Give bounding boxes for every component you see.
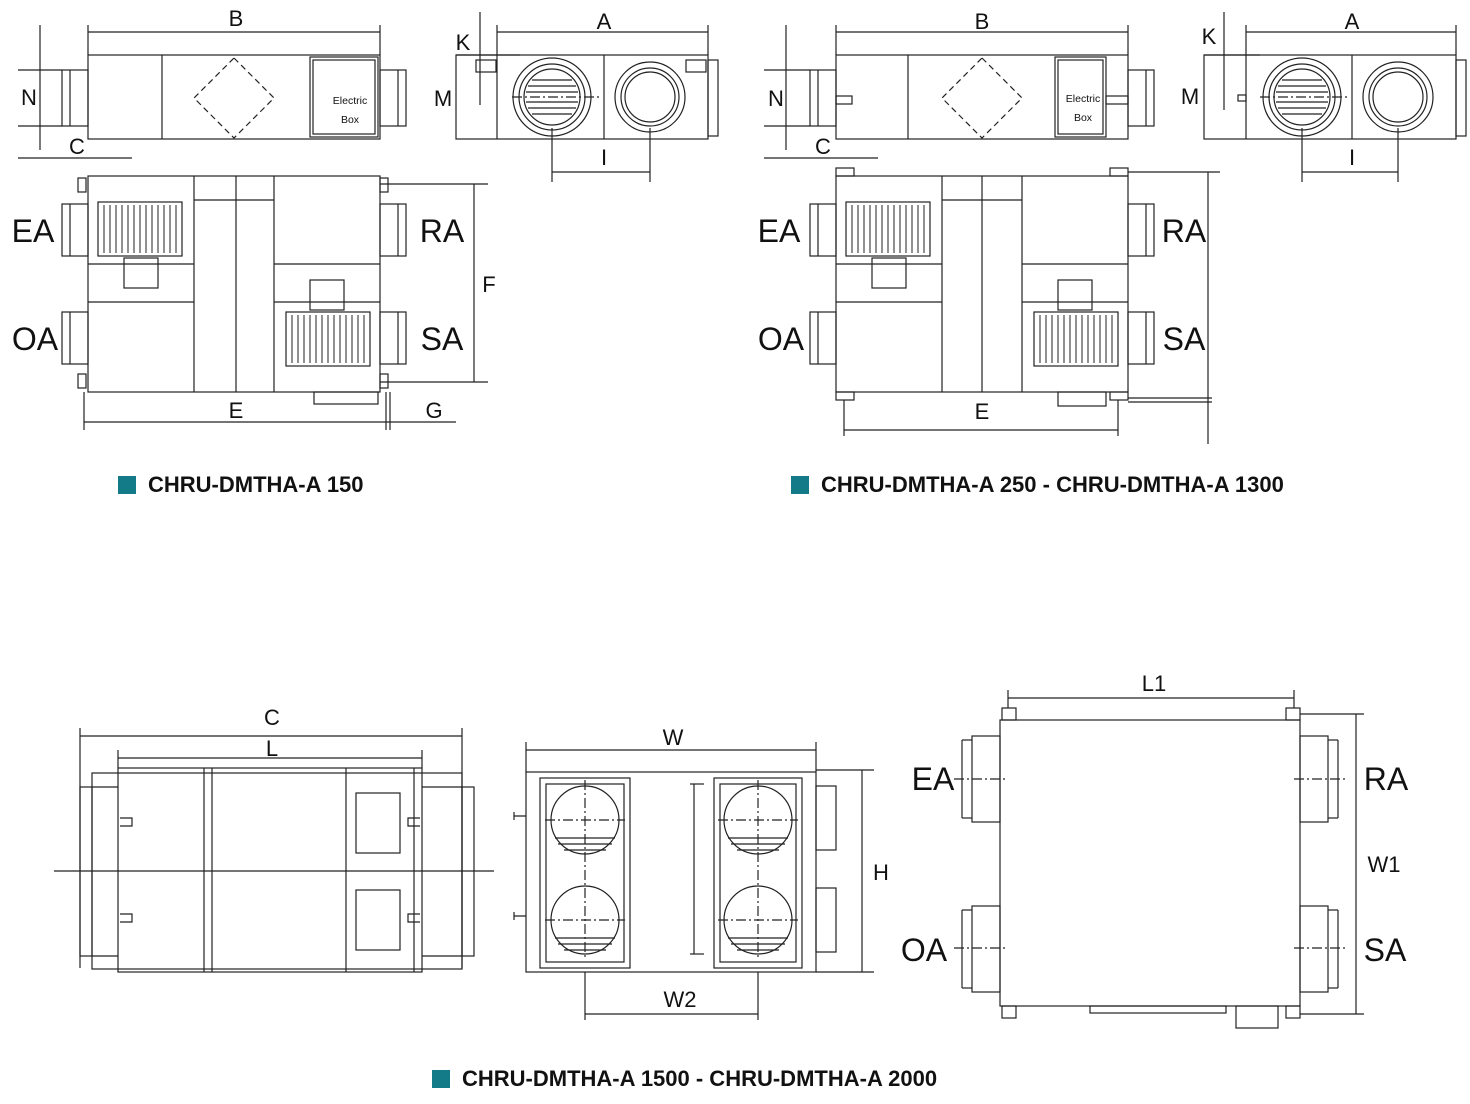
model-150-top-view <box>18 25 407 159</box>
dim-label-K: K <box>1202 24 1217 49</box>
caption-model-150: CHRU-DMTHA-A 150 <box>118 472 364 498</box>
dim-label-W2: W2 <box>664 987 697 1012</box>
electric-box-label: Electric <box>1066 93 1100 105</box>
dim-label-W1: W1 <box>1368 852 1401 877</box>
electric-box-label: Box <box>1074 112 1093 124</box>
electric-box-label: Electric <box>333 95 367 107</box>
dim-label-A: A <box>1345 9 1360 34</box>
dim-label-W: W <box>663 725 684 750</box>
model-250-plan-view <box>809 167 1220 444</box>
dim-label-C: C <box>69 134 85 159</box>
port-label-RA: RA <box>1364 761 1409 797</box>
square-bullet-icon <box>791 476 809 494</box>
port-label-OA: OA <box>901 932 948 968</box>
dim-label-N: N <box>21 85 37 110</box>
model-1500-side-view <box>513 742 874 1020</box>
exhaust-fan <box>845 201 931 257</box>
dim-label-A: A <box>597 9 612 34</box>
supply-fan <box>1033 311 1119 367</box>
port-label-EA: EA <box>912 761 955 797</box>
dim-label-I: I <box>1349 145 1355 170</box>
dim-label-L: L <box>266 736 278 761</box>
caption-model-1500-2000: CHRU-DMTHA-A 1500 - CHRU-DMTHA-A 2000 <box>432 1066 937 1092</box>
electric-box <box>309 56 379 138</box>
port-label-SA: SA <box>1163 321 1206 357</box>
dim-label-N: N <box>768 86 784 111</box>
fan-grille <box>103 205 177 253</box>
square-bullet-icon <box>432 1070 450 1088</box>
dim-label-B: B <box>229 6 244 31</box>
fan-grille <box>1039 315 1113 363</box>
dim-label-M: M <box>434 86 452 111</box>
dim-label-E: E <box>229 398 244 423</box>
port-label-EA: EA <box>758 213 801 249</box>
caption-model-250-1300: CHRU-DMTHA-A 250 - CHRU-DMTHA-A 1300 <box>791 472 1284 498</box>
dim-label-K: K <box>456 30 471 55</box>
dim-label-L1: L1 <box>1142 671 1166 696</box>
model-1500-plan-view <box>954 690 1364 1029</box>
caption-text: CHRU-DMTHA-A 250 - CHRU-DMTHA-A 1300 <box>821 472 1284 497</box>
fan-grille <box>291 315 365 363</box>
model-150-drawings <box>18 12 719 430</box>
caption-text: CHRU-DMTHA-A 150 <box>148 472 364 497</box>
dim-label-E: E <box>975 399 990 424</box>
model-250-side-view <box>1203 12 1467 182</box>
model-250-top-view <box>764 25 1155 159</box>
port-label-RA: RA <box>420 213 465 249</box>
port-label-OA: OA <box>12 321 59 357</box>
square-bullet-icon <box>118 476 136 494</box>
dim-label-G: G <box>425 398 442 423</box>
dim-label-B: B <box>975 9 990 34</box>
model-1500-front-view <box>54 728 494 973</box>
supply-fan <box>285 311 371 367</box>
dim-label-C: C <box>264 705 280 730</box>
port-label-RA: RA <box>1162 213 1207 249</box>
model-1500-2000-drawings <box>54 690 1364 1029</box>
port-label-OA: OA <box>758 321 805 357</box>
model-150-plan-view <box>61 175 488 430</box>
fan-grille <box>851 205 925 253</box>
dim-label-M: M <box>1181 84 1199 109</box>
dim-label-I: I <box>601 145 607 170</box>
dim-label-H: H <box>873 860 889 885</box>
electric-box-label: Box <box>341 114 360 126</box>
port-label-EA: EA <box>12 213 55 249</box>
port-label-SA: SA <box>421 321 464 357</box>
dim-label-C: C <box>815 134 831 159</box>
port-label-SA: SA <box>1364 932 1407 968</box>
exhaust-fan <box>97 201 183 257</box>
caption-text: CHRU-DMTHA-A 1500 - CHRU-DMTHA-A 2000 <box>462 1066 938 1091</box>
dim-label-F: F <box>482 272 495 297</box>
model-150-side-view <box>455 12 719 182</box>
labels: B A K N M C I F E G Electric Box EA OA R… <box>12 6 1409 1012</box>
model-250-1300-drawings <box>764 12 1467 444</box>
